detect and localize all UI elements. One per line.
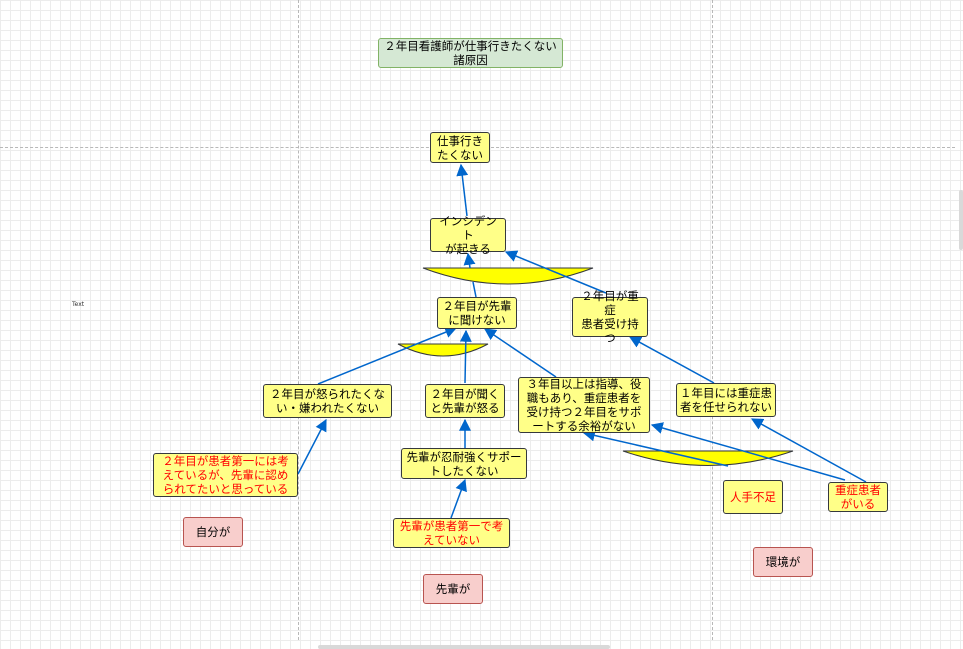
- arrow-3rd-to-cantask[interactable]: [484, 328, 557, 378]
- node-dont-want-to-go[interactable]: 仕事行き たくない: [430, 132, 490, 163]
- vertical-scrollbar[interactable]: [959, 190, 963, 250]
- node-1st-year-cant[interactable]: １年目には重症患 者を任せられない: [676, 383, 776, 417]
- arrow-severe-to-3rd[interactable]: [650, 422, 846, 481]
- node-heavy-patients[interactable]: ２年目が重症 患者受け持つ: [572, 289, 648, 345]
- arrow-notfirst-to-nopatience[interactable]: [450, 478, 467, 519]
- arrow-asks-to-cantask[interactable]: [459, 329, 472, 384]
- horizontal-scrollbar[interactable]: [318, 645, 610, 649]
- node-senpai-not-patient-first[interactable]: 先輩が患者第一で考 えていない: [393, 518, 510, 548]
- category-senpai[interactable]: 先輩が: [423, 574, 483, 604]
- node-patient-first-self[interactable]: ２年目が患者第一には考 えているが、先輩に認め られてたいと思っている: [153, 453, 298, 497]
- node-asks-scolded[interactable]: ２年目が聞く と先輩が怒る: [425, 384, 505, 418]
- lane-divider: [712, 0, 713, 640]
- arrow-cantask-to-gate[interactable]: [472, 281, 477, 298]
- and-gate-right[interactable]: [622, 450, 794, 466]
- node-afraid-scolded[interactable]: ２年目が怒られたくな い・嫌われたくない: [263, 384, 392, 418]
- arrow-afraid-to-cantask[interactable]: [317, 326, 458, 385]
- node-no-patience[interactable]: 先輩が忍耐強くサポー トしたくない: [401, 448, 527, 479]
- arrow-shortage-to-3rd[interactable]: [582, 429, 729, 467]
- text-label[interactable]: Text: [72, 301, 85, 308]
- node-severe-patients[interactable]: 重症患者 がいる: [828, 482, 888, 512]
- arrow-1st-to-heavy[interactable]: [628, 336, 715, 384]
- category-self[interactable]: 自分が: [183, 517, 243, 547]
- node-staff-shortage[interactable]: 人手不足: [723, 480, 783, 514]
- and-gate-top[interactable]: [422, 267, 594, 285]
- node-cant-ask-senpai[interactable]: ２年目が先輩 に聞けない: [437, 297, 517, 329]
- arrow-heavy-to-incident[interactable]: [504, 250, 607, 294]
- title-node[interactable]: ２年目看護師が仕事行きたくない 諸原因: [378, 38, 563, 68]
- lane-divider: [298, 0, 299, 640]
- category-environment[interactable]: 環境が: [753, 547, 813, 577]
- node-incident[interactable]: インシデント が起きる: [430, 214, 506, 256]
- arrow-severe-to-1st[interactable]: [750, 418, 867, 483]
- arrow-incident-to-gowork[interactable]: [456, 163, 469, 217]
- arrow-gate-to-incident[interactable]: [463, 252, 476, 269]
- arrow-self-to-afraid[interactable]: [297, 418, 327, 475]
- node-3rd-year-busy[interactable]: ３年目以上は指導、役 職もあり、重症患者を 受け持つ２年目をサポ ートする余裕が…: [518, 377, 650, 433]
